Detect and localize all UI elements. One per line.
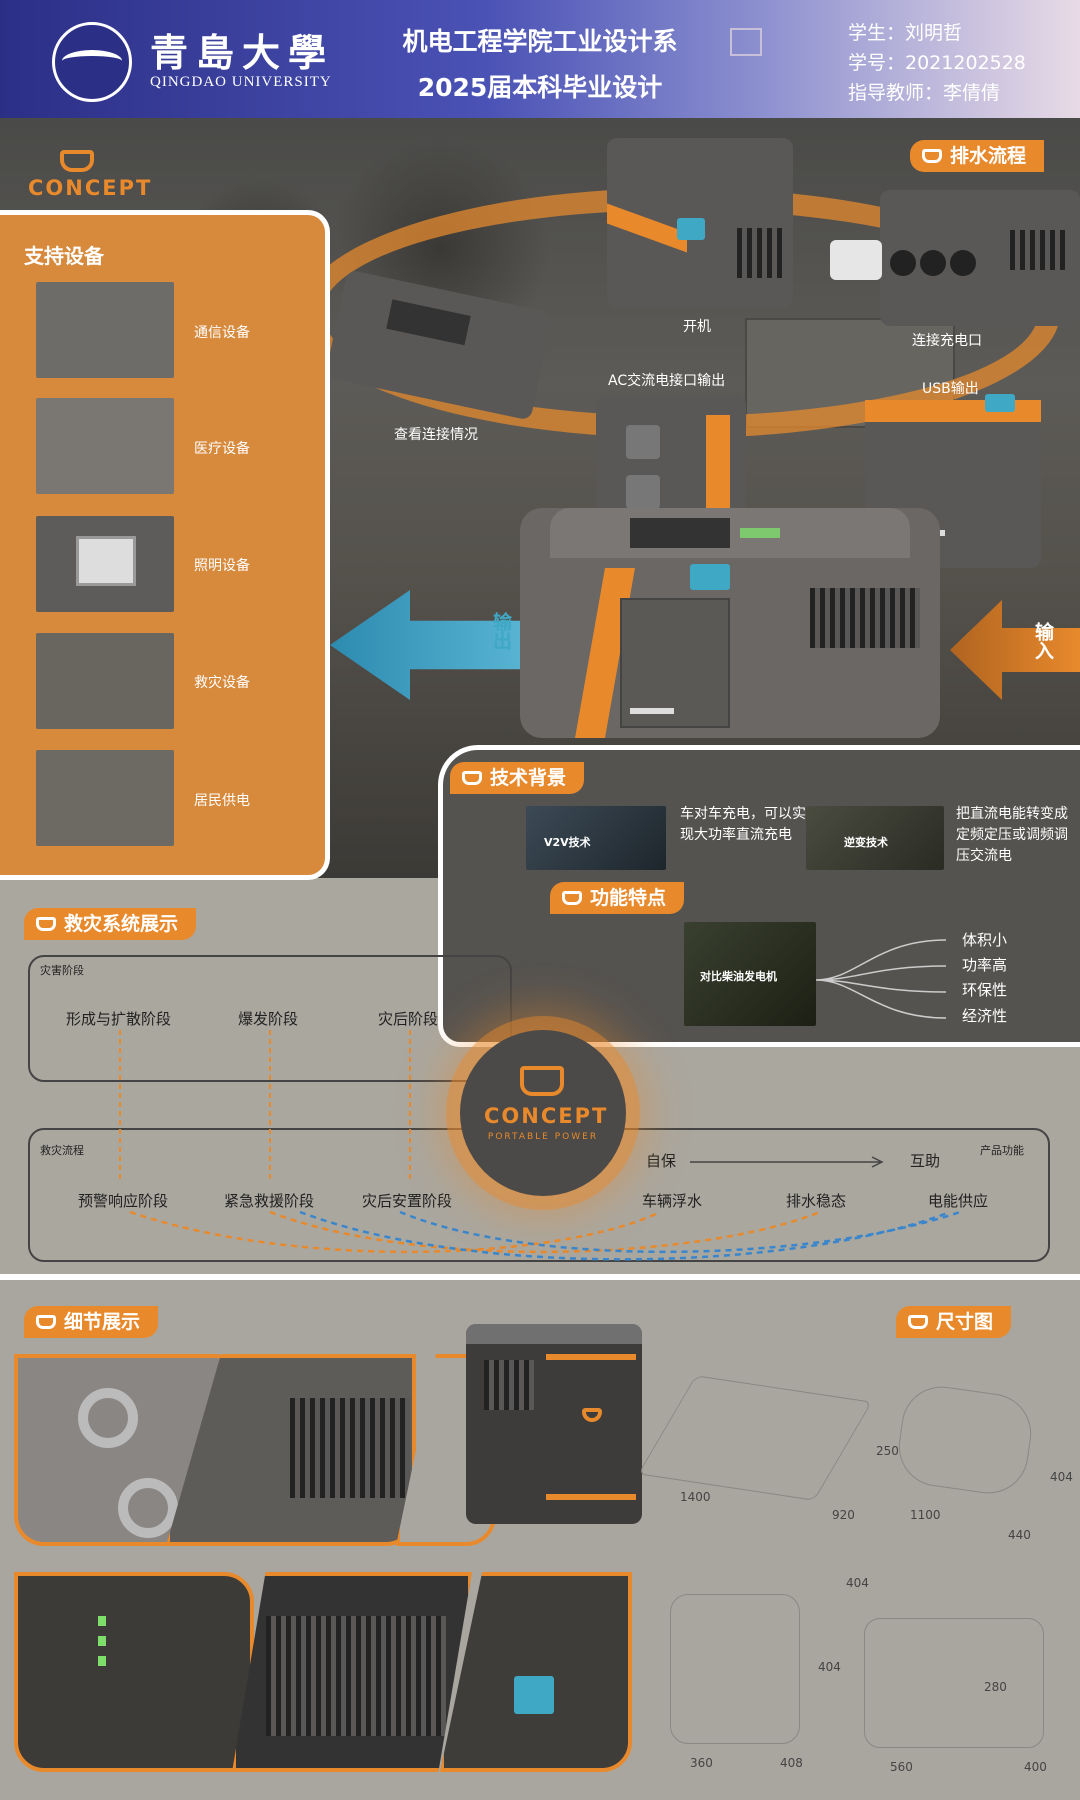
step-label-power-on: 开机	[683, 319, 711, 335]
dim-404-side: 404	[1050, 1470, 1073, 1484]
step-label-charge-port: 连接充电口	[912, 333, 982, 349]
header-title-line1: 机电工程学院工业设计系	[402, 27, 678, 56]
features-connector-lines	[816, 939, 947, 1019]
detail-image-vent	[166, 1354, 416, 1546]
features-tag: 功能特点	[550, 882, 685, 914]
feature-item: 环保性	[962, 981, 1008, 999]
rescue-flow-label: 救灾流程	[40, 1144, 84, 1157]
device-image-rescue	[36, 633, 174, 729]
device-image-lighting	[36, 516, 174, 612]
device-label: 居民供电	[194, 793, 250, 809]
concept-center-sub: PORTABLE POWER	[487, 1132, 599, 1142]
support-title: 支持设备	[24, 244, 104, 268]
university-name-en: QINGDAO UNIVERSITY	[150, 74, 332, 90]
university-name-cn: 青島大學	[150, 30, 335, 75]
rescue-flow-stage: 预警响应阶段	[78, 1192, 169, 1210]
disaster-stage: 爆发阶段	[238, 1010, 299, 1028]
detail-image-grille	[232, 1572, 472, 1772]
detail-image-indicator	[14, 1572, 254, 1772]
concept-center-logo-icon	[520, 1066, 564, 1096]
concept-center-badge	[460, 1030, 626, 1196]
student-name: 学生：刘明哲	[848, 22, 963, 44]
dim-280: 280	[984, 1680, 1007, 1694]
v2v-description: 车对车充电，可以实现大功率直流充电	[680, 806, 806, 843]
detail-product-front	[466, 1324, 642, 1524]
dim-920: 920	[832, 1508, 855, 1522]
product-view-power-on	[607, 138, 793, 308]
detail-tag: 细节展示	[24, 1306, 159, 1338]
dim-404-top: 404	[846, 1576, 869, 1590]
output-label: 输出	[490, 612, 512, 650]
diesel-comparison-image: 对比柴油发电机	[684, 922, 816, 1026]
device-image-residential	[36, 750, 174, 846]
main-power-button-icon	[690, 564, 730, 590]
dim-1100: 1100	[910, 1508, 941, 1522]
dim-1400: 1400	[680, 1490, 711, 1504]
dim-250: 250	[876, 1444, 899, 1458]
device-image-medical	[36, 398, 174, 494]
disaster-stage: 灾后阶段	[378, 1010, 439, 1028]
dim-440: 440	[1008, 1528, 1031, 1542]
student-id: 学号：2021202528	[848, 52, 1026, 74]
disaster-stage-box	[28, 955, 512, 1082]
disaster-stage: 形成与扩散阶段	[66, 1010, 172, 1028]
step-label-usb-output: USB输出	[922, 381, 979, 397]
header-decor-square	[730, 28, 762, 56]
device-label: 照明设备	[194, 558, 250, 574]
header-banner	[0, 0, 1080, 118]
main-product	[520, 508, 940, 738]
input-label: 输入	[1032, 622, 1054, 660]
logo-wave-icon	[62, 50, 122, 72]
mutual-aid-label: 互助	[910, 1152, 941, 1170]
drain-flow-tag: 排水流程	[910, 140, 1045, 172]
device-label: 通信设备	[194, 325, 250, 341]
device-label: 救灾设备	[194, 675, 250, 691]
disaster-stage-label: 灾害阶段	[40, 964, 84, 977]
feature-item: 经济性	[962, 1007, 1008, 1025]
size-tag: 尺寸图	[896, 1306, 1012, 1338]
step-label-check-connection: 查看连接情况	[394, 427, 478, 443]
advisor-name: 指导教师：李倩倩	[848, 82, 1001, 104]
device-image-communication	[36, 282, 174, 378]
size-sketch-3	[670, 1594, 800, 1744]
v2v-image: V2V技术	[526, 806, 666, 870]
charging-plug-icon	[830, 240, 882, 280]
dim-408: 408	[780, 1756, 803, 1770]
dim-560: 560	[890, 1760, 913, 1774]
feature-item: 体积小	[962, 931, 1008, 949]
header-title-line2: 2025届本科毕业设计	[417, 73, 663, 102]
step-label-ac-output: AC交流电接口输出	[608, 373, 726, 389]
dim-360: 360	[690, 1756, 713, 1770]
product-view-charging-port	[880, 190, 1080, 326]
section-separator	[0, 1274, 1080, 1280]
power-button-icon	[677, 218, 705, 240]
dim-400: 400	[1024, 1760, 1047, 1774]
product-function: 电能供应	[928, 1192, 989, 1210]
concept-brand: CONCEPT	[28, 176, 153, 200]
size-sketch-4	[864, 1618, 1044, 1748]
concept-center-name: CONCEPT	[484, 1104, 609, 1128]
rescue-system-tag: 救灾系统展示	[24, 908, 197, 940]
rescue-flow-stage: 灾后安置阶段	[362, 1192, 453, 1210]
device-label: 医疗设备	[194, 441, 250, 457]
product-function: 排水稳态	[786, 1192, 847, 1210]
concept-logo-icon	[60, 150, 94, 172]
inverter-description: 把直流电能转变成定频定压或调频调压交流电	[956, 806, 1068, 864]
rescue-flow-arrows	[119, 1030, 961, 1261]
feature-item: 功率高	[962, 956, 1008, 974]
product-function: 车辆浮水	[642, 1192, 703, 1210]
product-function-label: 产品功能	[980, 1144, 1024, 1157]
dim-404: 404	[818, 1660, 841, 1674]
tech-background-tag: 技术背景	[450, 762, 585, 794]
self-protect-label: 自保	[646, 1152, 677, 1170]
rescue-flow-stage: 紧急救援阶段	[224, 1192, 315, 1210]
inverter-image: 逆变技术	[806, 806, 944, 870]
product-logo-icon	[582, 1408, 602, 1422]
